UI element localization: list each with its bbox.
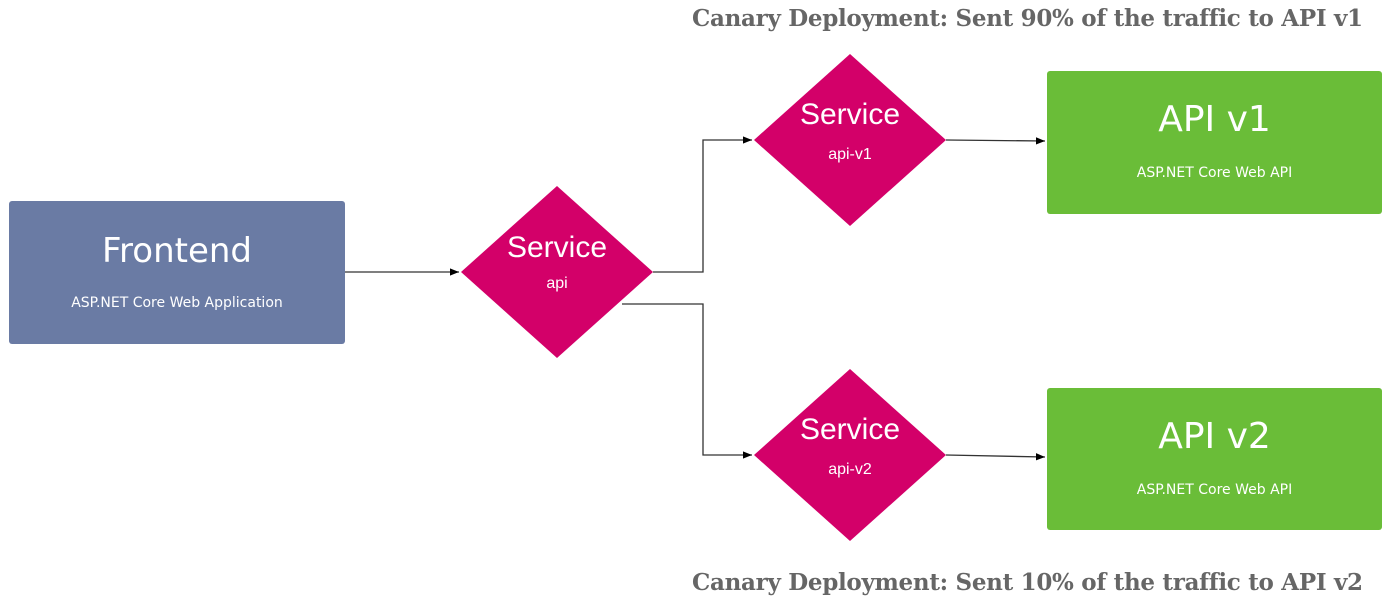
caption-bottom: Canary Deployment: Sent 10% of the traff…	[692, 569, 1363, 596]
api-v1-subtitle: ASP.NET Core Web API	[1136, 165, 1293, 181]
api-v2-subtitle: ASP.NET Core Web API	[1136, 482, 1293, 498]
api-v1-title: API v1	[1158, 99, 1271, 140]
service-api-v2-subtitle: api-v2	[828, 461, 872, 478]
edge-service-api-to-service-api-v1	[653, 136, 752, 273]
service-api-subtitle: api	[546, 275, 568, 292]
service-api-v2-label: Service api-v2	[780, 413, 920, 479]
edge-service-api-v2-to-api-v2	[945, 453, 1046, 461]
service-api-v1-label: Service api-v1	[780, 98, 920, 164]
service-api-v2-diamond[interactable]	[754, 369, 946, 541]
service-api-v1-subtitle: api-v1	[828, 146, 872, 163]
service-api-v1-title: Service	[799, 98, 901, 131]
api-v2-node[interactable]: API v2 ASP.NET Core Web API	[1047, 388, 1382, 530]
service-api-diamond[interactable]	[461, 186, 653, 358]
frontend-title: Frontend	[101, 231, 253, 271]
frontend-node[interactable]: Frontend ASP.NET Core Web Application	[9, 201, 345, 344]
service-api-title: Service	[506, 231, 608, 264]
edge-service-api-v1-to-api-v1	[945, 137, 1046, 145]
service-api-v1-diamond[interactable]	[754, 54, 946, 226]
caption-top: Canary Deployment: Sent 90% of the traff…	[692, 5, 1363, 32]
service-api-v2-title: Service	[799, 413, 901, 446]
frontend-subtitle: ASP.NET Core Web Application	[71, 295, 283, 311]
edge-service-api-to-service-api-v2	[622, 303, 752, 459]
service-api-label: Service api	[487, 231, 627, 293]
api-v1-node[interactable]: API v1 ASP.NET Core Web API	[1047, 71, 1382, 214]
api-v2-title: API v2	[1158, 416, 1271, 457]
